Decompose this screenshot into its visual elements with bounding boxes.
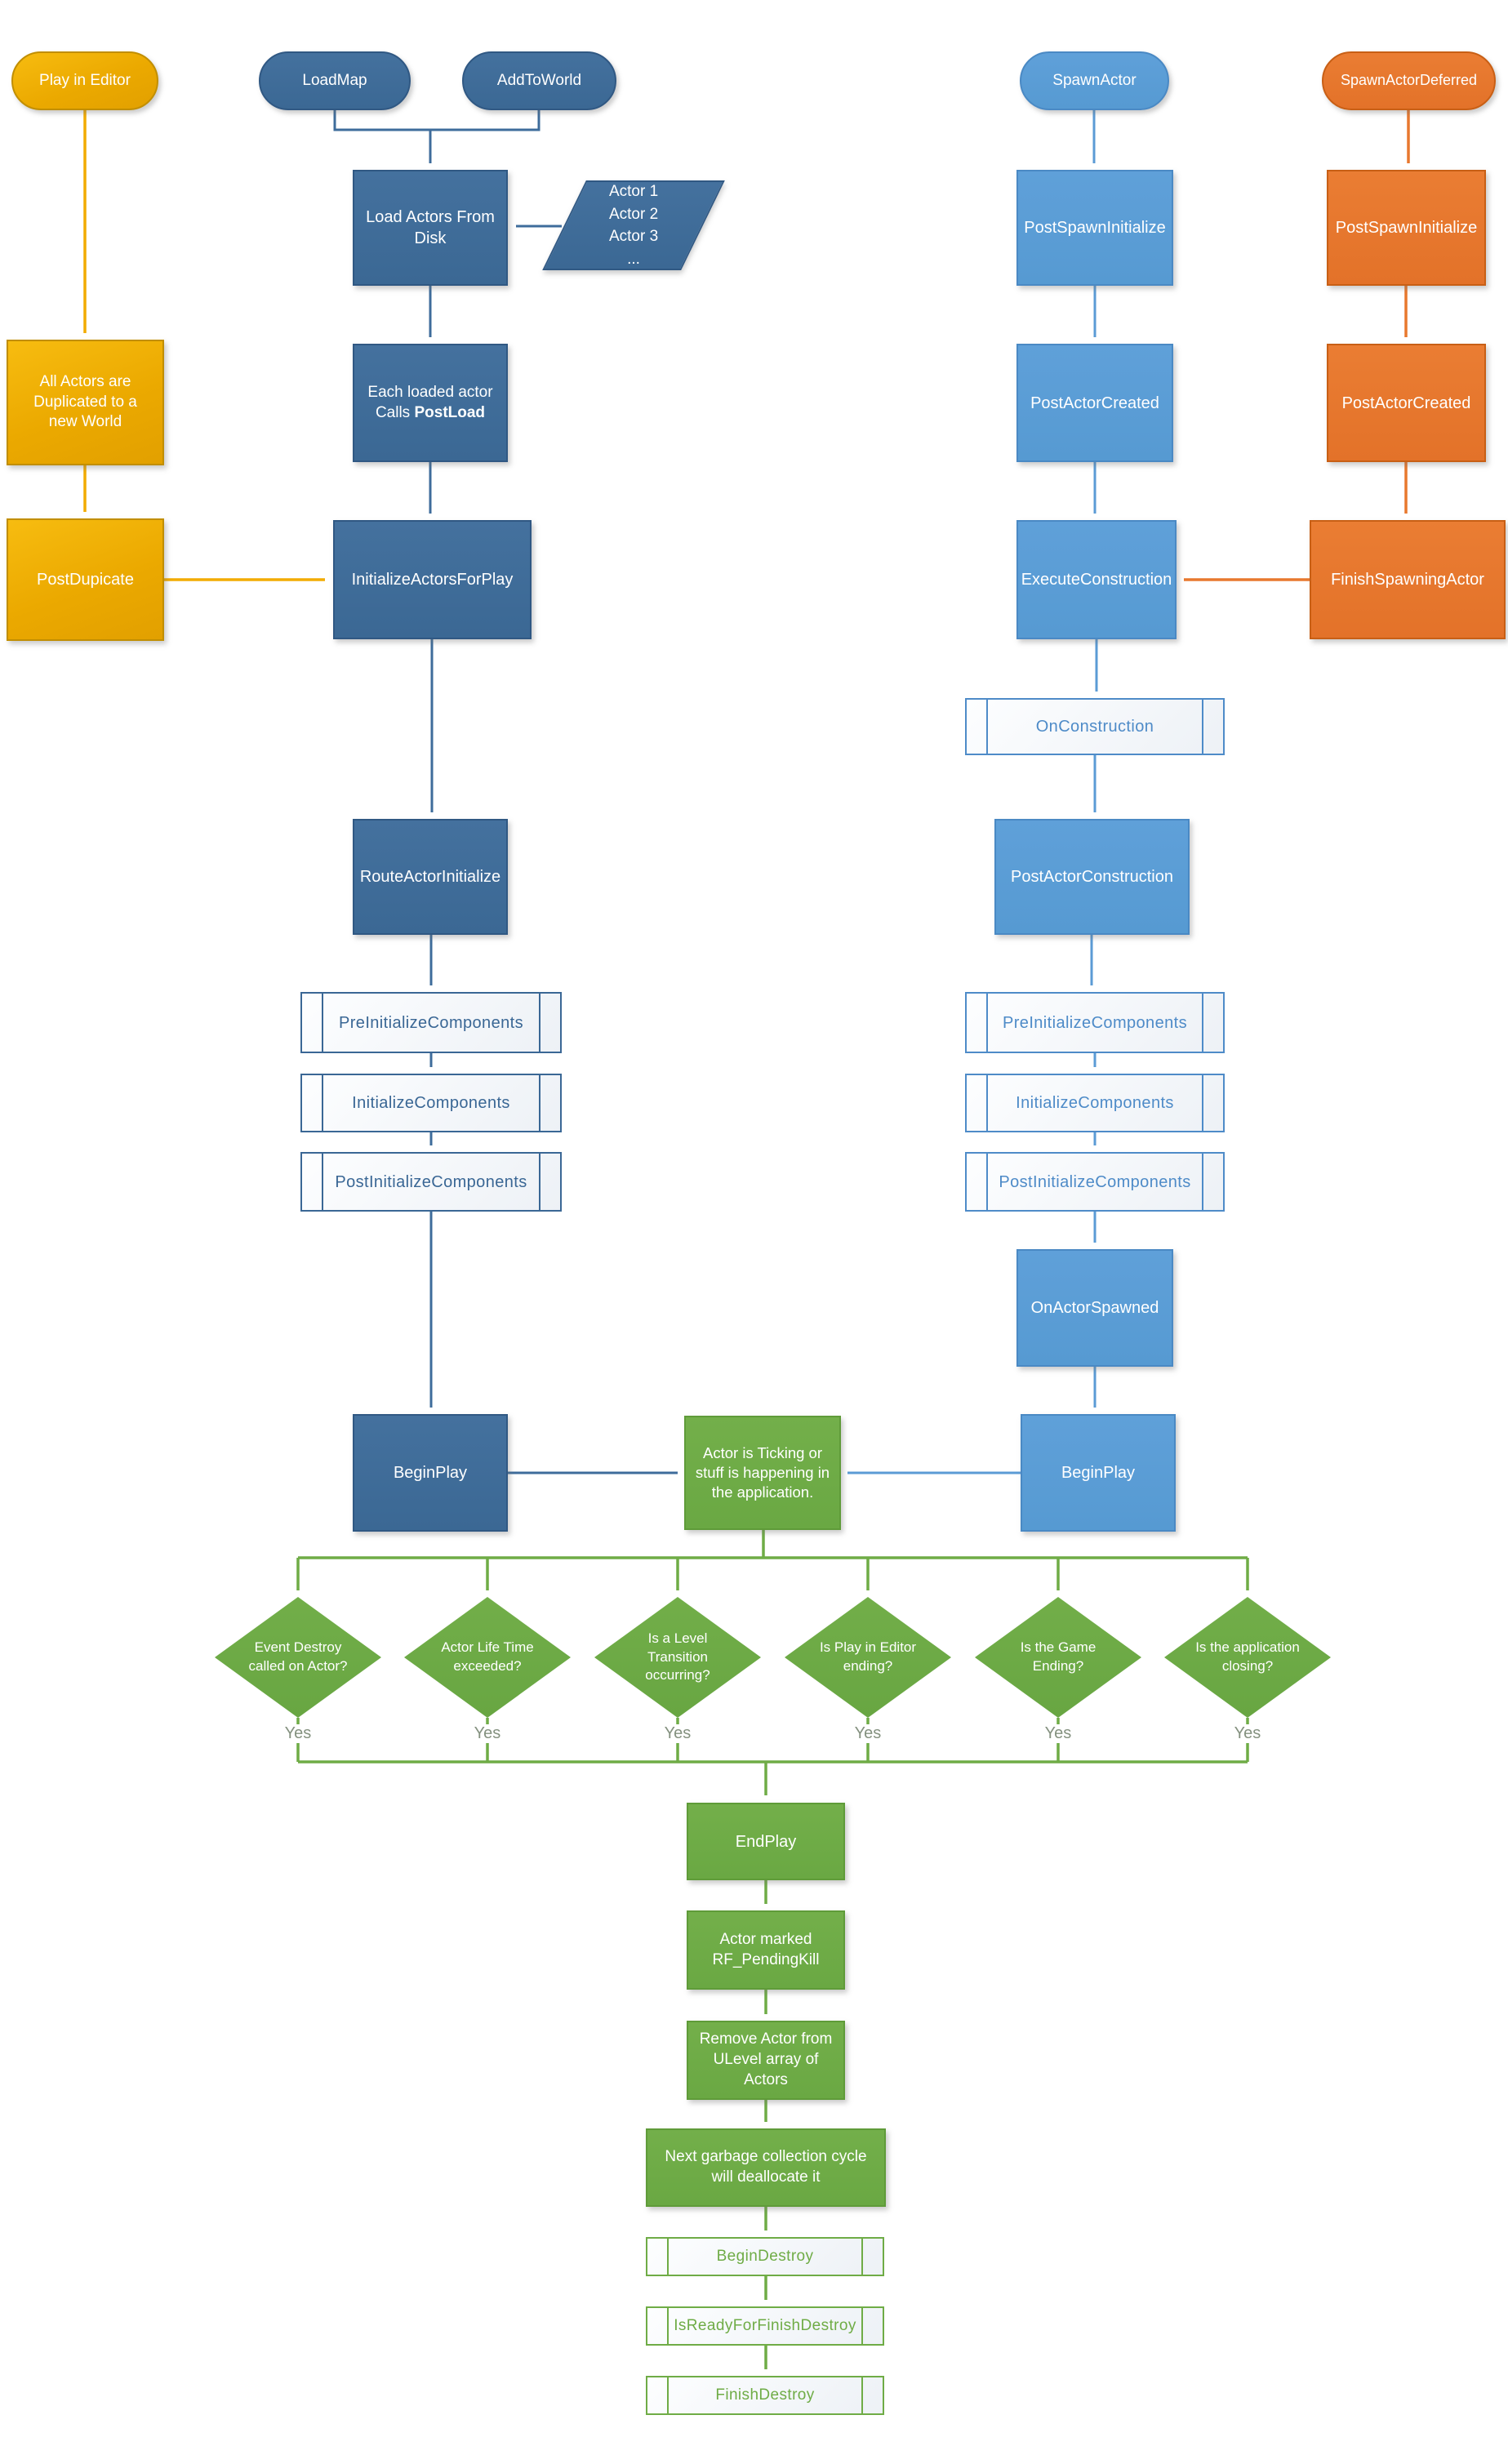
node-postdupicate: PostDupicate: [7, 518, 164, 641]
node-routeactorinitialize: RouteActorInitialize: [353, 819, 508, 935]
node-beginplay-left: BeginPlay: [353, 1414, 508, 1532]
node-onconstruction: OnConstruction: [965, 698, 1225, 755]
node-postinitializecomponents-left: PostInitializeComponents: [300, 1152, 562, 1212]
diamond-actor-lifetime-label: Actor Life Time exceeded?: [441, 1639, 534, 1674]
postload-text: PostLoad: [414, 403, 486, 421]
yes-label-3: Yes: [660, 1724, 696, 1743]
each-loaded-actor-text: Each loaded actor Calls PostLoad: [367, 383, 492, 423]
node-onactorspawned: OnActorSpawned: [1016, 1249, 1173, 1367]
node-load-actors-from-disk: Load Actors From Disk: [353, 170, 508, 286]
node-next-garbage-collection: Next garbage collection cycle will deall…: [646, 2128, 886, 2207]
actors-line-2: Actor 2: [608, 205, 659, 223]
node-remove-actor-ulevel: Remove Actor from ULevel array of Actors: [687, 2021, 845, 2100]
node-initializeactorsforplay: InitializeActorsForPlay: [333, 520, 532, 639]
node-preinitializecomponents-right: PreInitializeComponents: [965, 992, 1225, 1053]
node-executeconstruction: ExecuteConstruction: [1016, 520, 1177, 639]
yes-label-4: Yes: [850, 1724, 886, 1743]
diamond-level-transition-label: Is a Level Transition occurring?: [645, 1630, 710, 1683]
node-actor-marked-pendingkill: Actor marked RF_PendingKill: [687, 1910, 845, 1990]
diamond-event-destroy-label: Event Destroy called on Actor?: [248, 1639, 348, 1674]
node-endplay: EndPlay: [687, 1803, 845, 1880]
diamond-pie-ending-label: Is Play in Editor ending?: [819, 1639, 917, 1674]
yes-label-6: Yes: [1230, 1724, 1266, 1743]
node-postspawninitialize-blue: PostSpawnInitialize: [1016, 170, 1173, 286]
node-postinitializecomponents-right: PostInitializeComponents: [965, 1152, 1225, 1212]
each-loaded-line1: Each loaded actor: [367, 383, 493, 401]
calls-text: Calls: [375, 403, 415, 421]
node-play-in-editor: Play in Editor: [11, 51, 158, 110]
node-loadmap: LoadMap: [259, 51, 411, 110]
node-finishspawningactor: FinishSpawningActor: [1310, 520, 1506, 639]
each-loaded-line2: Calls PostLoad: [367, 403, 492, 424]
diamond-game-ending-label: Is the Game Ending?: [1020, 1639, 1097, 1674]
node-postactorcreated-blue: PostActorCreated: [1016, 344, 1173, 462]
node-isreadyforfinishdestroy: IsReadyForFinishDestroy: [646, 2306, 884, 2346]
node-actor-ticking: Actor is Ticking or stuff is happening i…: [684, 1416, 841, 1530]
node-initializecomponents-right: InitializeComponents: [965, 1074, 1225, 1132]
node-beginplay-right: BeginPlay: [1021, 1414, 1176, 1532]
node-preinitializecomponents-left: PreInitializeComponents: [300, 992, 562, 1053]
actors-line-1: Actor 1: [608, 182, 659, 200]
node-each-loaded-actor: Each loaded actor Calls PostLoad: [353, 344, 508, 462]
yes-label-1: Yes: [280, 1724, 316, 1743]
actors-line-4: ...: [627, 250, 640, 268]
node-spawnactordeferred: SpawnActorDeferred: [1322, 51, 1496, 110]
node-addtoworld: AddToWorld: [462, 51, 616, 110]
node-initializecomponents-left: InitializeComponents: [300, 1074, 562, 1132]
yes-label-5: Yes: [1040, 1724, 1076, 1743]
node-spawnactor: SpawnActor: [1020, 51, 1169, 110]
node-postactorcreated-orange: PostActorCreated: [1327, 344, 1486, 462]
connector-loadmap-addtoworld-merge: [333, 110, 540, 131]
actors-data-lines: Actor 1 Actor 2 Actor 3 ...: [609, 180, 658, 270]
node-postactorconstruction: PostActorConstruction: [994, 819, 1190, 935]
node-finishdestroy: FinishDestroy: [646, 2376, 884, 2415]
actors-line-3: Actor 3: [608, 228, 659, 245]
node-postspawninitialize-orange: PostSpawnInitialize: [1327, 170, 1486, 286]
node-begindestroy: BeginDestroy: [646, 2237, 884, 2276]
node-all-actors-duplicated: All Actors are Duplicated to a new World: [7, 340, 164, 465]
yes-label-2: Yes: [469, 1724, 505, 1743]
connectors: [83, 110, 1410, 2369]
diamond-app-closing-label: Is the application closing?: [1195, 1639, 1300, 1674]
